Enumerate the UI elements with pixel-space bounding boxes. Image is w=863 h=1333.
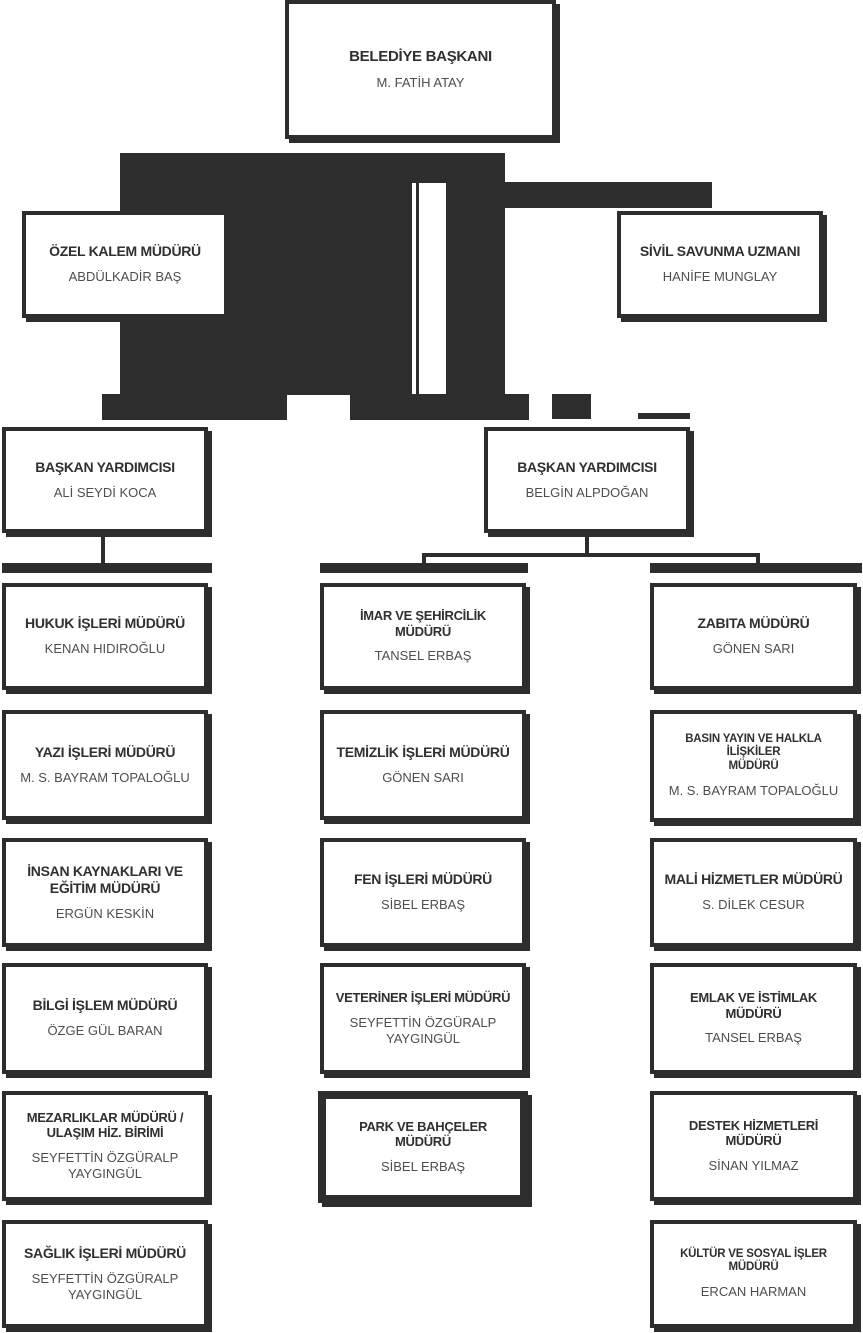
box-title: BAŞKAN YARDIMCISI — [35, 458, 175, 475]
box-title: FEN İŞLERİ MÜDÜRÜ — [353, 871, 492, 888]
org-box-insan-kaynaklari-egitim: İNSAN KAYNAKLARI VE EĞİTİM MÜDÜRÜ ERGÜN … — [2, 838, 208, 947]
box-person-name: ÖZGE GÜL BARAN — [47, 1023, 163, 1039]
box-person-name: M. FATİH ATAY — [376, 74, 465, 90]
box-person-name: SEYFETTİN ÖZGÜRALP YAYGINGÜL — [31, 1149, 179, 1182]
box-person-name: M. S. BAYRAM TOPALOĞLU — [668, 783, 839, 799]
box-person-name: TANSEL ERBAŞ — [705, 1030, 802, 1046]
box-person-name: ERCAN HARMAN — [700, 1284, 807, 1300]
box-title: DESTEK HİZMETLERİ MÜDÜRÜ — [688, 1117, 819, 1149]
connector-top-bar — [120, 153, 505, 183]
org-box-saglik-isleri: SAĞLIK İŞLERİ MÜDÜRÜ SEYFETTİN ÖZGÜRALP … — [2, 1220, 208, 1328]
connector-deputy-right-vertical — [585, 537, 589, 555]
box-person-name: SİBEL ERBAŞ — [380, 1158, 466, 1174]
box-title: VETERİNER İŞLERİ MÜDÜRÜ — [335, 989, 511, 1005]
connector-trunk-left — [228, 183, 412, 395]
box-person-name: ABDÜLKADİR BAŞ — [68, 269, 182, 285]
org-box-belediye-baskani: BELEDİYE BAŞKANI M. FATİH ATAY — [285, 0, 556, 139]
connector-right-arm — [505, 182, 712, 208]
box-title: BELEDİYE BAŞKANI — [349, 47, 492, 65]
org-box-temizlik-isleri: TEMİZLİK İŞLERİ MÜDÜRÜ GÖNEN SARI — [320, 710, 526, 820]
connector-deputy-right-horizontal — [422, 553, 760, 557]
connector-stub-right-column — [756, 553, 760, 563]
connector-deputy-left-vertical — [101, 537, 105, 563]
box-title: MEZARLIKLAR MÜDÜRÜ / ULAŞIM HİZ. BİRİMİ — [26, 1109, 184, 1141]
connector-right-column-bar — [650, 563, 862, 573]
box-person-name: KENAN HIDIROĞLU — [44, 641, 166, 657]
box-title: YAZI İŞLERİ MÜDÜRÜ — [34, 743, 176, 760]
connector-trunk-right — [446, 183, 505, 395]
org-box-imar-sehircilik: İMAR VE ŞEHİRCİLİK MÜDÜRÜ TANSEL ERBAŞ — [320, 583, 526, 690]
box-title: TEMİZLİK İŞLERİ MÜDÜRÜ — [336, 743, 510, 760]
box-title: MALİ HİZMETLER MÜDÜRÜ — [664, 871, 843, 888]
box-title: İNSAN KAYNAKLARI VE EĞİTİM MÜDÜRÜ — [27, 863, 183, 896]
box-title: PARK VE BAHÇELER MÜDÜRÜ — [359, 1118, 487, 1150]
org-box-baskan-yardimcisi-1: BAŞKAN YARDIMCISI ALİ SEYDİ KOCA — [2, 427, 208, 533]
box-person-name: ERGÜN KESKİN — [55, 905, 155, 921]
connector-trunk-divider-line — [416, 183, 419, 395]
org-box-emlak-istimlak: EMLAK VE İSTİMLAK MÜDÜRÜ TANSEL ERBAŞ — [650, 963, 857, 1074]
box-person-name: S. DİLEK CESUR — [702, 897, 805, 913]
box-title: ZABITA MÜDÜRÜ — [697, 615, 810, 632]
org-box-mali-hizmetler: MALİ HİZMETLER MÜDÜRÜ S. DİLEK CESUR — [650, 838, 857, 947]
box-person-name: HANİFE MUNGLAY — [662, 269, 778, 285]
org-box-hukuk-isleri: HUKUK İŞLERİ MÜDÜRÜ KENAN HIDIROĞLU — [2, 583, 208, 690]
connector-bottom-segment-3 — [552, 394, 591, 419]
box-title: BİLGİ İŞLEM MÜDÜRÜ — [32, 997, 178, 1014]
connector-stub-middle-column — [422, 553, 426, 563]
org-box-baskan-yardimcisi-2: BAŞKAN YARDIMCISI BELGİN ALPDOĞAN — [484, 427, 690, 533]
box-person-name: GÖNEN SARI — [712, 641, 795, 657]
connector-bottom-segment-2 — [350, 394, 529, 420]
box-person-name: SEYFETTİN ÖZGÜRALP YAYGINGÜL — [349, 1014, 497, 1046]
box-person-name: SİNAN YILMAZ — [708, 1157, 799, 1173]
connector-trunk-left-ext — [120, 322, 228, 395]
org-box-bilgi-islem: BİLGİ İŞLEM MÜDÜRÜ ÖZGE GÜL BARAN — [2, 963, 208, 1074]
box-title: SİVİL SAVUNMA UZMANI — [639, 243, 801, 260]
org-box-fen-isleri: FEN İŞLERİ MÜDÜRÜ SİBEL ERBAŞ — [320, 838, 526, 947]
box-title: BASIN YAYIN VE HALKLA İLİŞKİLER MÜDÜRÜ — [685, 732, 822, 773]
org-box-destek-hizmetleri: DESTEK HİZMETLERİ MÜDÜRÜ SİNAN YILMAZ — [650, 1091, 857, 1201]
box-title: EMLAK VE İSTİMLAK MÜDÜRÜ — [689, 990, 818, 1021]
box-person-name: M. S. BAYRAM TOPALOĞLU — [20, 769, 190, 785]
org-box-ozel-kalem-muduru: ÖZEL KALEM MÜDÜRÜ ABDÜLKADİR BAŞ — [22, 211, 228, 318]
org-box-zabita: ZABITA MÜDÜRÜ GÖNEN SARI — [650, 583, 857, 690]
box-person-name: TANSEL ERBAŞ — [374, 648, 472, 664]
box-title: SAĞLIK İŞLERİ MÜDÜRÜ — [23, 1244, 186, 1261]
org-box-veteriner-isleri: VETERİNER İŞLERİ MÜDÜRÜ SEYFETTİN ÖZGÜRA… — [320, 963, 526, 1074]
box-title: İMAR VE ŞEHİRCİLİK MÜDÜRÜ — [359, 608, 487, 639]
org-box-park-bahceler: PARK VE BAHÇELER MÜDÜRÜ SİBEL ERBAŞ — [318, 1091, 528, 1203]
connector-middle-column-bar — [320, 563, 528, 573]
box-title: ÖZEL KALEM MÜDÜRÜ — [49, 243, 201, 260]
box-title: KÜLTÜR VE SOSYAL İŞLER MÜDÜRÜ — [680, 1247, 827, 1274]
org-box-sivil-savunma-uzmani: SİVİL SAVUNMA UZMANI HANİFE MUNGLAY — [617, 211, 823, 318]
connector-bottom-fragment — [638, 413, 690, 419]
org-box-basin-yayin-halkla-iliskiler: BASIN YAYIN VE HALKLA İLİŞKİLER MÜDÜRÜ M… — [650, 710, 857, 822]
box-person-name: SEYFETTİN ÖZGÜRALP YAYGINGÜL — [31, 1270, 179, 1302]
box-person-name: ALİ SEYDİ KOCA — [53, 484, 157, 500]
connector-left-column-bar — [2, 563, 212, 573]
connector-left-drop — [120, 183, 228, 211]
org-box-yazi-isleri: YAZI İŞLERİ MÜDÜRÜ M. S. BAYRAM TOPALOĞL… — [2, 710, 208, 820]
org-box-kultur-sosyal-isler: KÜLTÜR VE SOSYAL İŞLER MÜDÜRÜ ERCAN HARM… — [650, 1220, 857, 1328]
box-title: BAŞKAN YARDIMCISI — [517, 458, 657, 475]
box-person-name: GÖNEN SARI — [382, 769, 464, 785]
box-person-name: BELGİN ALPDOĞAN — [525, 484, 649, 500]
connector-bottom-segment-1 — [102, 394, 287, 420]
box-person-name: SİBEL ERBAŞ — [380, 897, 466, 913]
org-box-mezarliklar-ulasim: MEZARLIKLAR MÜDÜRÜ / ULAŞIM HİZ. BİRİMİ … — [2, 1091, 208, 1201]
box-title: HUKUK İŞLERİ MÜDÜRÜ — [25, 615, 185, 632]
